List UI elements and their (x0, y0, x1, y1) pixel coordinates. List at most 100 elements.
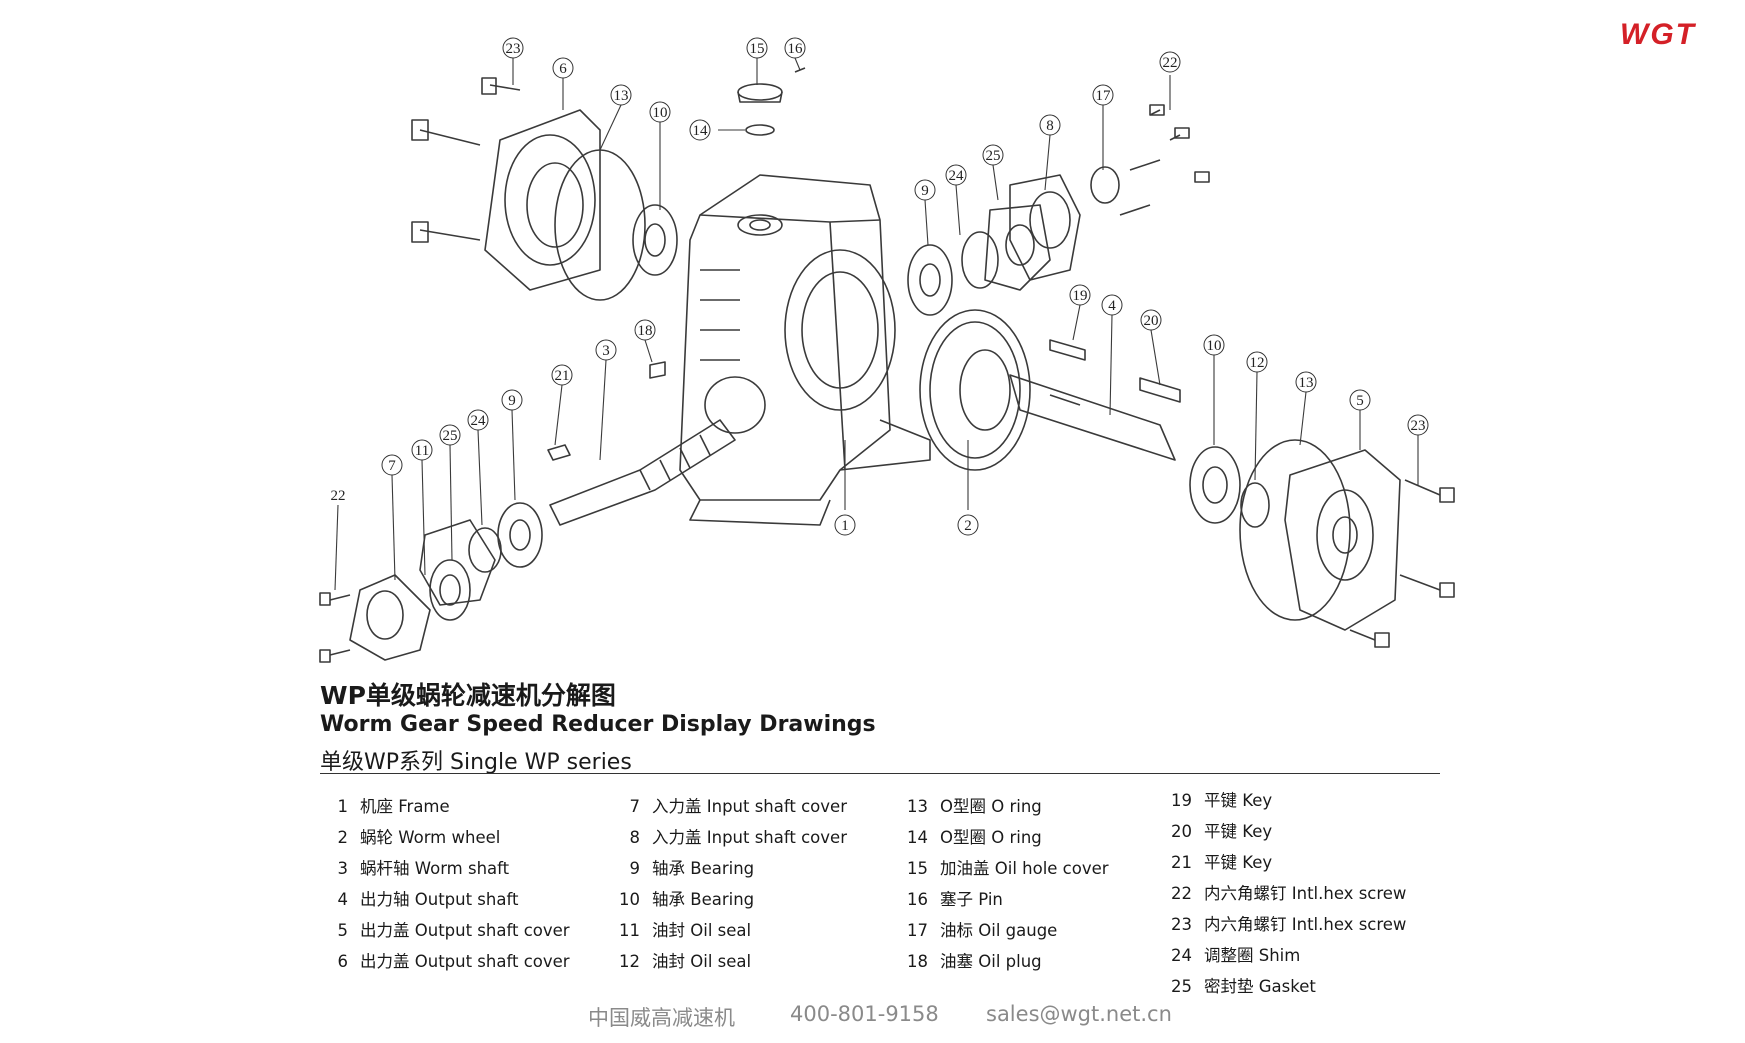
svg-text:24: 24 (949, 168, 965, 184)
part-number: 13 (907, 797, 928, 816)
divider (320, 773, 1440, 774)
part-number: 25 (1171, 977, 1192, 996)
part-label: 调整圈 Shim (1204, 946, 1301, 965)
oil-hole-cover (737, 67, 806, 136)
svg-text:5: 5 (1356, 393, 1364, 409)
part-label: 出力盖 Output shaft cover (360, 921, 570, 940)
part-label: 出力轴 Output shaft (360, 890, 519, 909)
footer-company: 中国威高减速机 (588, 1006, 735, 1030)
callout: 20 (1140, 309, 1162, 331)
part-number: 6 (337, 952, 349, 971)
svg-text:7: 7 (388, 458, 396, 474)
callout: 22 (1159, 51, 1181, 73)
key-21 (547, 444, 571, 461)
frame-part (679, 174, 931, 526)
callout: 22 (331, 488, 346, 504)
input-cover-left (319, 502, 543, 663)
svg-text:25: 25 (986, 148, 1001, 164)
parts-list-item: 13 O型圈 O ring (900, 796, 1042, 818)
part-number: 4 (337, 890, 349, 909)
part-number: 21 (1171, 853, 1192, 872)
svg-text:1: 1 (841, 518, 849, 534)
part-number: 7 (629, 797, 641, 816)
callout: 13 (610, 84, 632, 106)
svg-text:4: 4 (1108, 298, 1116, 314)
part-number: 24 (1171, 946, 1192, 965)
callout: 3 (595, 339, 617, 361)
part-number: 23 (1171, 915, 1192, 934)
part-number: 2 (337, 828, 349, 847)
svg-text:9: 9 (921, 183, 929, 199)
parts-list-item: 22 内六角螺钉 Intl.hex screw (1164, 883, 1406, 905)
part-number: 9 (629, 859, 641, 878)
svg-text:2: 2 (964, 518, 972, 534)
svg-text:17: 17 (1096, 88, 1112, 104)
part-number: 16 (907, 890, 928, 909)
part-label: O型圈 O ring (940, 797, 1042, 816)
part-label: 轴承 Bearing (652, 890, 755, 909)
part-label: 蜗轮 Worm wheel (360, 828, 501, 847)
callouts: 23 6 13 10 15 16 14 22 17 8 25 24 9 19 4… (331, 37, 1429, 536)
svg-text:10: 10 (1207, 338, 1222, 354)
callout: 18 (634, 319, 656, 341)
callout: 13 (1295, 371, 1317, 393)
part-label: 蜗杆轴 Worm shaft (360, 859, 510, 878)
callout: 24 (467, 409, 489, 431)
svg-text:23: 23 (1411, 418, 1426, 434)
svg-text:11: 11 (415, 443, 429, 459)
parts-list-item: 10 轴承 Bearing (612, 889, 754, 911)
svg-text:21: 21 (555, 368, 570, 384)
footer-email[interactable]: sales@wgt.net.cn (986, 1002, 1172, 1026)
parts-list-item: 2 蜗轮 Worm wheel (320, 827, 501, 849)
part-number: 22 (1171, 884, 1192, 903)
part-number: 1 (337, 797, 349, 816)
part-label: 油封 Oil seal (652, 952, 752, 971)
callout: 8 (1039, 114, 1061, 136)
part-label: 入力盖 Input shaft cover (652, 828, 847, 847)
key-19 (1049, 339, 1086, 361)
callout: 6 (552, 57, 574, 79)
part-number: 10 (619, 890, 640, 909)
callout: 5 (1349, 389, 1371, 411)
svg-text:13: 13 (614, 88, 629, 104)
part-number: 15 (907, 859, 928, 878)
callout: 24 (945, 164, 967, 186)
part-label: 平键 Key (1204, 791, 1273, 810)
callout: 14 (689, 119, 711, 141)
parts-list-item: 24 调整圈 Shim (1164, 945, 1300, 967)
exploded-view-drawing: 23 6 13 10 15 16 14 22 17 8 25 24 9 19 4… (319, 37, 1455, 663)
part-label: 机座 Frame (360, 797, 450, 816)
part-number: 20 (1171, 822, 1192, 841)
part-number: 12 (619, 952, 640, 971)
key-20 (1139, 377, 1181, 403)
svg-text:12: 12 (1250, 355, 1265, 371)
input-cover-right (907, 104, 1210, 316)
part-number: 14 (907, 828, 928, 847)
parts-list-item: 14 O型圈 O ring (900, 827, 1042, 849)
parts-list-item: 1 机座 Frame (320, 796, 450, 818)
parts-list-item: 4 出力轴 Output shaft (320, 889, 519, 911)
bearing-10-left (632, 204, 678, 276)
worm-shaft (549, 419, 736, 526)
callout: 17 (1092, 84, 1114, 106)
part-label: O型圈 O ring (940, 828, 1042, 847)
svg-text:22: 22 (1163, 55, 1178, 71)
callout: 21 (551, 364, 573, 386)
callout: 25 (439, 424, 461, 446)
part-label: 轴承 Bearing (652, 859, 755, 878)
svg-text:13: 13 (1299, 375, 1314, 391)
callout: 19 (1069, 284, 1091, 306)
part-label: 加油盖 Oil hole cover (940, 859, 1109, 878)
part-label: 内六角螺钉 Intl.hex screw (1204, 884, 1407, 903)
part-label: 出力盖 Output shaft cover (360, 952, 570, 971)
callout: 2 (957, 514, 979, 536)
